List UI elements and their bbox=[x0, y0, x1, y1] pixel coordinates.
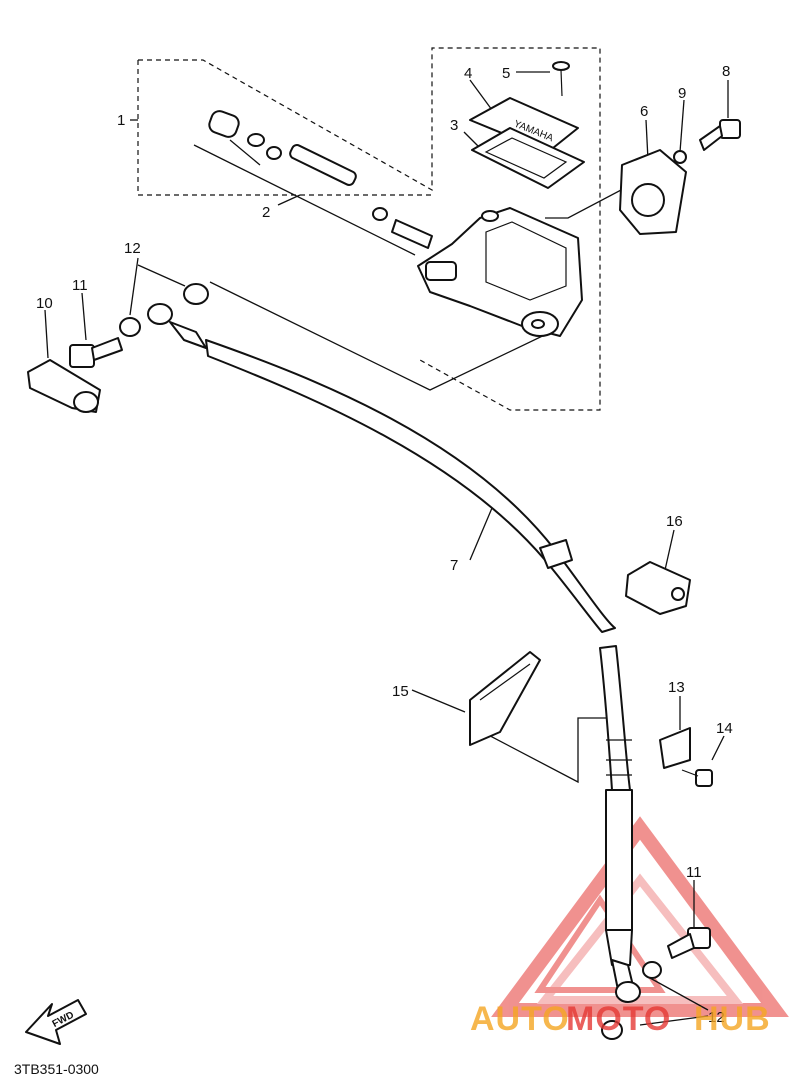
gasket-top-a bbox=[119, 317, 141, 337]
part-label-7: 7 bbox=[450, 557, 458, 574]
gasket-bottom-b bbox=[601, 1020, 623, 1040]
holder-bolt bbox=[699, 119, 741, 151]
watermark-word-3: HUB bbox=[694, 1000, 771, 1038]
watermark-word-1: AUTO bbox=[470, 1000, 570, 1038]
part-label-1: 1 bbox=[117, 112, 125, 129]
part-label-14: 14 bbox=[716, 720, 733, 737]
clip-bolt bbox=[681, 769, 713, 787]
brake-light-switch bbox=[27, 359, 101, 413]
forward-arrow-icon: FWD bbox=[25, 999, 87, 1045]
part-label-4: 4 bbox=[464, 65, 472, 82]
holder-washer bbox=[673, 150, 687, 164]
leader-lines bbox=[44, 71, 729, 1026]
watermark-text: AUTO MOTO HUB bbox=[470, 1000, 771, 1038]
part-label-2: 2 bbox=[262, 204, 270, 221]
drawing-code: 3TB351-0300 bbox=[14, 1061, 99, 1077]
part-label-12: 12 bbox=[124, 240, 141, 257]
part-label-15: 15 bbox=[392, 683, 409, 700]
master-cylinder-body bbox=[417, 207, 583, 337]
union-bolt-top bbox=[69, 337, 123, 368]
part-label-11-bottom: 11 bbox=[686, 864, 702, 881]
watermark-word-2: MOTO bbox=[566, 1000, 671, 1038]
watermark-triangle bbox=[491, 816, 789, 1017]
hose-guide bbox=[469, 651, 541, 746]
part-label-9: 9 bbox=[678, 85, 686, 102]
brake-hose bbox=[147, 303, 641, 1003]
assembly-outline bbox=[137, 47, 601, 411]
part-label-11: 11 bbox=[72, 277, 88, 294]
part-label-12-bottom: 12 bbox=[708, 1009, 725, 1026]
handlebar-holder bbox=[619, 149, 687, 235]
diaphragm bbox=[471, 127, 585, 189]
part-label-13: 13 bbox=[668, 679, 685, 696]
hose-clamp bbox=[625, 561, 691, 615]
screw bbox=[552, 61, 570, 97]
part-label-16: 16 bbox=[666, 513, 683, 530]
part-labels: 1 2 3 4 5 6 7 8 9 10 11 12 13 14 15 16 1… bbox=[36, 63, 733, 1026]
gasket-bottom-a bbox=[642, 961, 662, 979]
part-label-6: 6 bbox=[640, 103, 648, 120]
part-label-5: 5 bbox=[502, 65, 510, 82]
gasket-top-b bbox=[183, 283, 209, 305]
part-label-8: 8 bbox=[722, 63, 730, 80]
part-label-10: 10 bbox=[36, 295, 53, 312]
part-label-3: 3 bbox=[450, 117, 458, 134]
union-bolt-bottom bbox=[667, 927, 711, 959]
piston-kit bbox=[208, 110, 433, 249]
hose-clip bbox=[659, 727, 691, 769]
